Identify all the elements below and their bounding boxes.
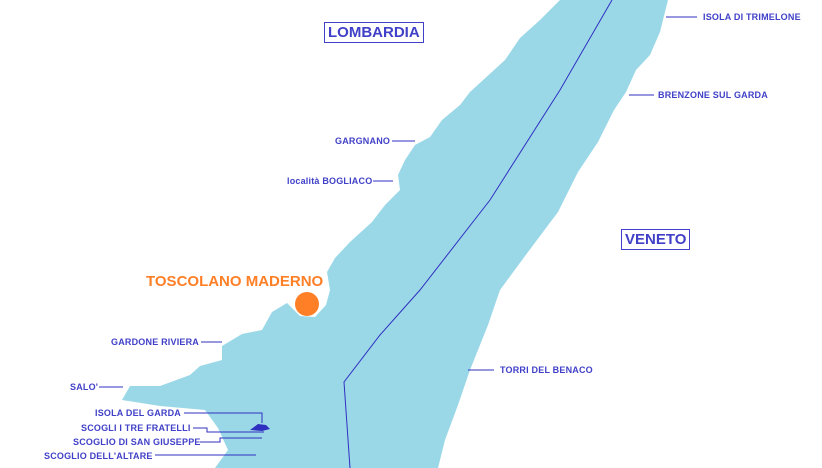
toscolano-maderno-marker — [295, 292, 319, 316]
label-isola-di-trimelone: ISOLA DI TRIMELONE — [703, 12, 801, 22]
label-gargnano: GARGNANO — [335, 136, 391, 146]
leader-lines — [99, 16, 697, 456]
town-toscolano-maderno: TOSCOLANO MADERNO — [146, 273, 324, 290]
label-gardone-riviera: GARDONE RIVIERA — [111, 337, 200, 347]
label-scoglio-san-giuseppe: SCOGLIO DI SAN GIUSEPPE — [73, 437, 201, 447]
label-salo: SALO' — [70, 382, 99, 392]
label-scogli-tre-fratelli: SCOGLI I TRE FRATELLI — [81, 423, 191, 433]
region-border-line — [343, 0, 613, 468]
label-bogliaco: località BOGLIACO — [287, 176, 373, 186]
isola-del-garda-shape — [250, 424, 270, 431]
label-torri-del-benaco: TORRI DEL BENACO — [500, 365, 593, 375]
lake-garda-water — [122, 0, 668, 468]
region-lombardia: LOMBARDIA — [324, 22, 424, 43]
label-scoglio-altare: SCOGLIO DELL'ALTARE — [44, 451, 153, 461]
label-isola-del-garda: ISOLA DEL GARDA — [95, 408, 182, 418]
label-brenzone: BRENZONE SUL GARDA — [658, 90, 768, 100]
region-veneto: VENETO — [621, 229, 691, 250]
